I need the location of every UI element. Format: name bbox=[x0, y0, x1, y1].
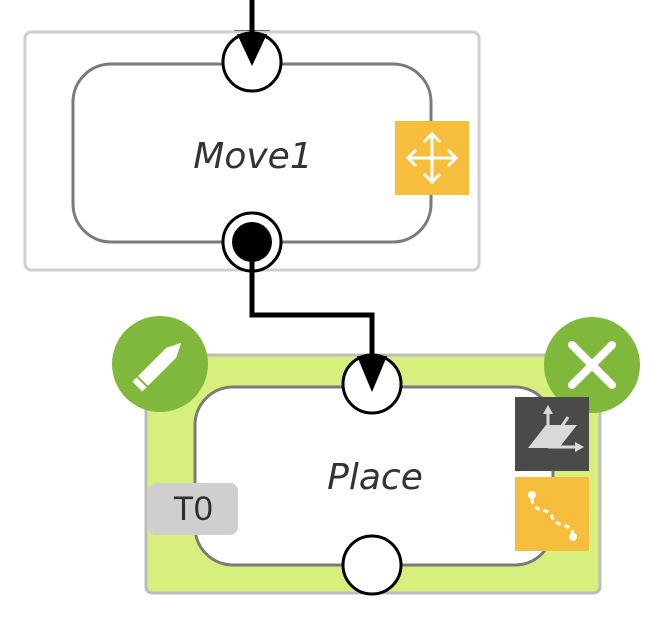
move-arrows-icon[interactable] bbox=[395, 121, 469, 195]
move-output-port[interactable] bbox=[221, 211, 283, 273]
tool-tag[interactable]: T0 bbox=[148, 483, 238, 535]
coordinate-frame-icon[interactable] bbox=[515, 397, 589, 471]
place-output-port[interactable] bbox=[341, 534, 403, 596]
move-node-label: Move1 bbox=[193, 136, 313, 177]
pencil-icon[interactable] bbox=[112, 316, 208, 412]
place-input-port[interactable] bbox=[341, 353, 403, 415]
place-node-label: Place bbox=[327, 457, 423, 498]
close-icon[interactable] bbox=[544, 317, 640, 413]
path-icon[interactable] bbox=[515, 477, 589, 551]
